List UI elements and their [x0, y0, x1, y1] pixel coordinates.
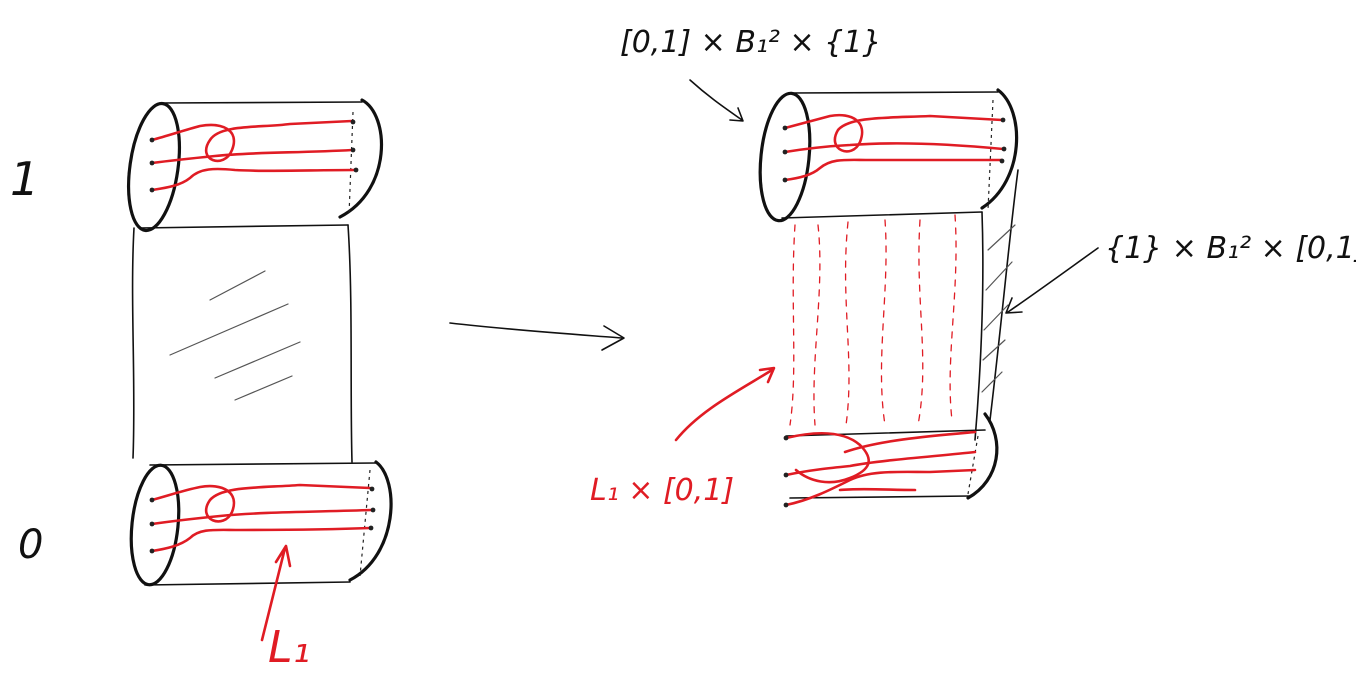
right-figure: [0,1] × B₁² × {1} [590, 25, 1356, 508]
level-one-label: 1 [10, 152, 39, 206]
top-left-link-strands [150, 120, 359, 193]
side-face-right [975, 170, 1018, 440]
top-boundary-label: [0,1] × B₁² × {1} [620, 25, 881, 60]
bottom-left-link-strands [150, 485, 376, 553]
map-arrow [450, 323, 624, 350]
level-zero-label: 0 [18, 522, 43, 568]
hatched-region-left [133, 225, 352, 462]
side-boundary-label: {1} × B₁² × [0,1] [1105, 231, 1356, 266]
link-product-label: L₁ × [0,1] [590, 473, 734, 508]
bottom-cylinder-left [126, 462, 391, 587]
link-product-pointer [676, 368, 774, 440]
side-boundary-pointer [1006, 248, 1098, 313]
top-cylinder-right [754, 90, 1016, 223]
link-name-label: L₁ [268, 622, 310, 673]
top-right-link-strands [783, 115, 1007, 182]
top-cylinder-left [121, 100, 381, 234]
bottom-cylinder-right [784, 414, 997, 507]
top-boundary-pointer [690, 80, 743, 121]
left-figure: 1 0 [10, 100, 391, 673]
link-product-strands [790, 215, 956, 425]
